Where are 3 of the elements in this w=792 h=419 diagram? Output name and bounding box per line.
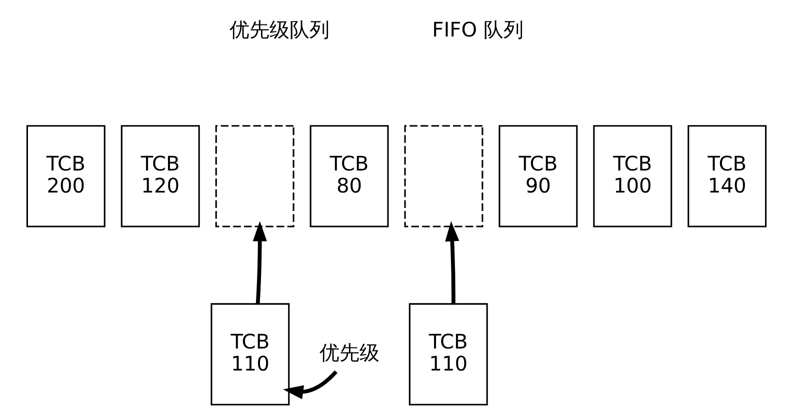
label: FIFO 队列 bbox=[432, 18, 523, 42]
node-text: 优先级 bbox=[318, 340, 379, 365]
label: 优先级队列 bbox=[229, 18, 330, 42]
